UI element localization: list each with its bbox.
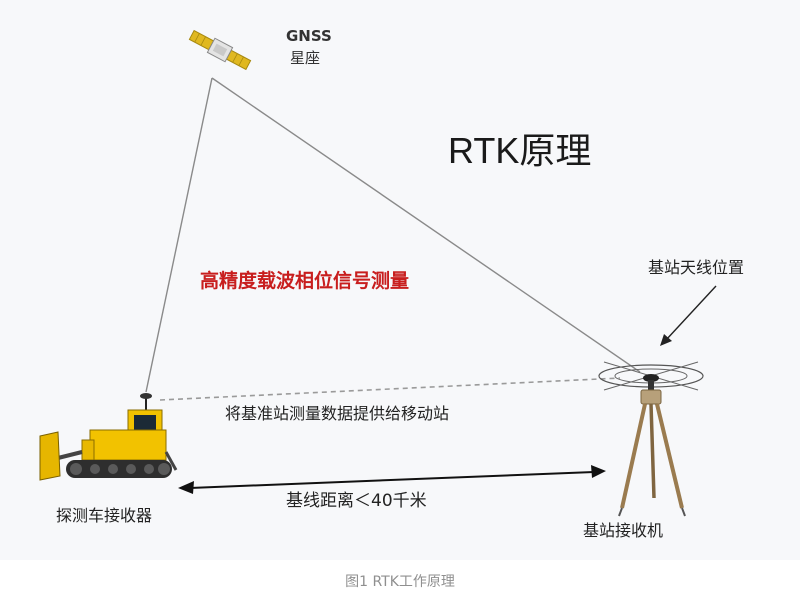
satellite-base-line <box>211 77 641 373</box>
tripod-icon <box>618 389 686 517</box>
data-link-label: 将基准站测量数据提供给移动站 <box>225 404 450 423</box>
diagram-area: GNSS 星座 RTK原理 高精度载波相位信号测量 基站天线位置 将基准站测量数… <box>39 27 745 540</box>
antenna-pointer-arrow <box>660 285 717 346</box>
baseline-arrow <box>178 465 606 494</box>
baseline-distance-label: 基线距离＜40千米 <box>286 491 427 511</box>
antenna-position-label: 基站天线位置 <box>648 258 745 277</box>
caption-bar <box>0 560 800 600</box>
rtk-diagram <box>39 29 717 517</box>
data-link-dashed-line <box>159 377 621 401</box>
satellite-label-constellation: 星座 <box>290 49 321 67</box>
measurement-label: 高精度载波相位信号测量 <box>200 270 410 292</box>
diagram-title: RTK原理 <box>448 130 592 171</box>
figure-caption: 图1 RTK工作原理 <box>345 574 455 590</box>
rover-receiver-label: 探测车接收器 <box>56 506 153 525</box>
bulldozer-icon <box>39 393 178 481</box>
satellite-icon <box>188 29 252 71</box>
base-receiver-label: 基站接收机 <box>583 521 664 540</box>
base-antenna-icon <box>598 361 704 391</box>
satellite-label-gnss: GNSS <box>286 27 332 45</box>
satellite-rover-line <box>145 77 213 393</box>
